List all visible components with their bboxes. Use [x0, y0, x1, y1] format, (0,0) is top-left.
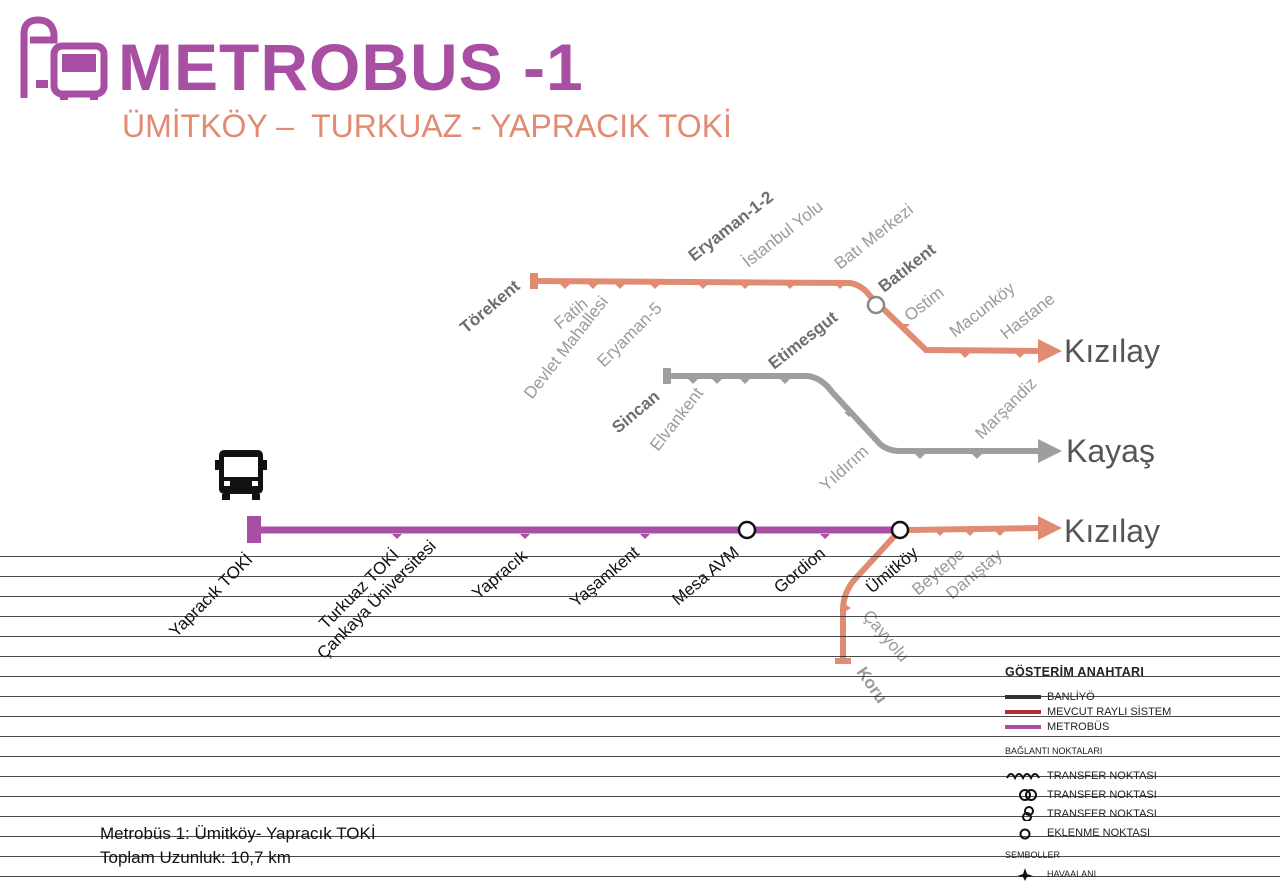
- route-info: Metrobüs 1: Ümitköy- Yapracık TOKİ Topla…: [100, 822, 376, 870]
- station-ostim: Ostim: [901, 283, 948, 325]
- route-subtitle: ÜMİTKÖY – TURKUAZ - YAPRACIK TOKİ: [122, 108, 732, 144]
- addition-point-icon: [1005, 825, 1041, 840]
- legend-connections-title: BAĞLANTI NOKTALARI: [1005, 746, 1103, 756]
- legend-airport: HAVAALANI: [1005, 864, 1275, 883]
- banliyo-line: [663, 368, 1062, 463]
- station-torekent: Törekent: [456, 276, 523, 337]
- ankaray-destination: Kızılay: [1064, 333, 1160, 369]
- transfer-icon: [1005, 787, 1041, 802]
- metrobus-destination: Kızılay: [1064, 513, 1160, 549]
- station-gordion: Gordion: [770, 544, 829, 597]
- legend-item-banliyo: BANLİYÖ: [1005, 689, 1275, 704]
- airport-icon: [1005, 866, 1041, 881]
- station-cayyolu: Çayyolu: [859, 606, 913, 665]
- station-etimesgut: Etimesgut: [765, 307, 842, 373]
- legend: GÖSTERİM ANAHTARI BANLİYÖ MEVCUT RAYLI S…: [1005, 665, 1275, 883]
- station-mesa-avm: Mesa AVM: [668, 542, 742, 609]
- legend-addition: EKLENME NOKTASI: [1005, 823, 1275, 842]
- route-length: Toplam Uzunluk: 10,7 km: [100, 848, 291, 867]
- legend-item-rail: MEVCUT RAYLI SİSTEM: [1005, 704, 1275, 719]
- station-koru: Koru: [853, 663, 891, 706]
- metrobus-line: [247, 516, 900, 543]
- page-title: METROBUS -1: [118, 30, 584, 104]
- station-sincan: Sincan: [608, 387, 663, 437]
- legend-transfer-3: TRANSFER NOKTASI: [1005, 804, 1275, 823]
- station-cankaya-universitesi: Çankaya Üniversitesi: [313, 536, 439, 662]
- station-yapracik-toki: Yapracık TOKİ: [165, 550, 256, 641]
- batikent-transfer-icon: [866, 295, 886, 315]
- legend-symbols-title: SEMBOLLER: [1005, 850, 1061, 860]
- station-yildirim: Yıldırım: [816, 442, 872, 495]
- ankaray-top-line: [530, 273, 1062, 363]
- station-marsandiz: Marşandiz: [971, 374, 1040, 443]
- station-yasamkent: Yaşamkent: [566, 542, 643, 611]
- route-name: Metrobüs 1: Ümitköy- Yapracık TOKİ: [100, 824, 376, 843]
- legend-transfer-1: TRANSFER NOKTASI: [1005, 766, 1275, 785]
- logo-icon: [18, 16, 108, 102]
- legend-item-metrobus: METROBÜS: [1005, 719, 1275, 734]
- mesa-transfer-icon: [737, 520, 757, 540]
- banliyo-destination: Kayaş: [1066, 433, 1155, 469]
- legend-title: GÖSTERİM ANAHTARI: [1005, 665, 1145, 679]
- transfer-icon: [1005, 806, 1041, 822]
- legend-transfer-2: TRANSFER NOKTASI: [1005, 785, 1275, 804]
- transfer-icon: [1005, 768, 1041, 783]
- umitkoy-transfer-icon: [890, 520, 910, 540]
- bus-icon: [215, 448, 267, 502]
- station-yapracik: Yapracık: [468, 546, 531, 603]
